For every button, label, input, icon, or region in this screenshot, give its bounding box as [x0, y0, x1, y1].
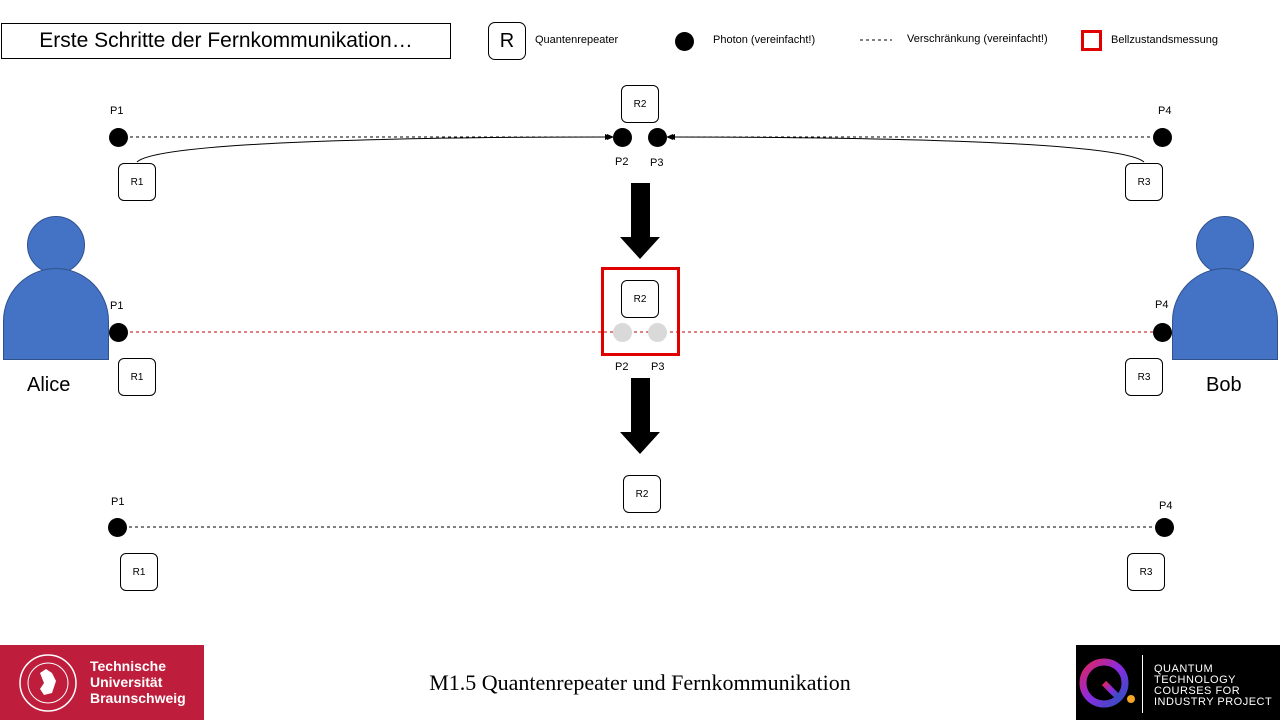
row1-repeater-r1: R1: [118, 163, 156, 201]
alice-label: Alice: [27, 374, 71, 396]
bob-label: Bob: [1206, 374, 1242, 396]
row2-repeater-r2: R2: [621, 280, 659, 318]
tu-logo-text: Technische Universität Braunschweig: [90, 658, 186, 706]
footer-caption: M1.5 Quantenrepeater und Fernkommunikati…: [429, 670, 851, 695]
row1-p2-label: P2: [615, 156, 629, 168]
row3-repeater-r2: R2: [623, 475, 661, 513]
legend-bell-label: Bellzustandsmessung: [1111, 34, 1219, 46]
legend-photon-dot: [675, 32, 694, 51]
row1-photon-p4: [1153, 128, 1172, 147]
tu-seal-icon: [19, 654, 77, 712]
row1-photon-p3: [648, 128, 667, 147]
legend-repeater-symbol: R: [488, 22, 526, 60]
legend-photon-label: Photon (vereinfacht!): [713, 34, 816, 46]
row2-p3-label: P3: [651, 361, 665, 373]
tu-braunschweig-logo: Technische Universität Braunschweig: [0, 645, 204, 720]
row1-p4-label: P4: [1158, 105, 1172, 117]
row3-p4-label: P4: [1159, 500, 1173, 512]
row3-p1-label: P1: [111, 496, 125, 508]
page-title: Erste Schritte der Fernkommunikation…: [1, 23, 451, 59]
row3-photon-p4: [1155, 518, 1174, 537]
bell-measurement-box: [601, 267, 680, 356]
row1-repeater-r3: R3: [1125, 163, 1163, 201]
qtip-mark-icon: [1079, 658, 1135, 708]
row2-photon-p1: [109, 323, 128, 342]
row2-repeater-r1: R1: [118, 358, 156, 396]
alice-head-icon: [27, 216, 85, 274]
bob-body-icon: [1172, 268, 1278, 360]
curve-r1-p2: [136, 134, 613, 163]
row1-photon-p2: [613, 128, 632, 147]
legend-repeater-label: Quantenrepeater: [535, 34, 619, 46]
alice-body-icon: [3, 268, 109, 360]
row2-p4-label: P4: [1155, 299, 1169, 311]
row3-repeater-r3: R3: [1127, 553, 1165, 591]
row1-p1-label: P1: [110, 105, 124, 117]
row3-photon-p1: [108, 518, 127, 537]
row2-repeater-r3: R3: [1125, 358, 1163, 396]
bob-head-icon: [1196, 216, 1254, 274]
row2-photon-p4: [1153, 323, 1172, 342]
qtip-divider: [1142, 655, 1143, 713]
down-arrow-1: [620, 183, 660, 259]
legend-entanglement-label: Verschränkung (vereinfacht!): [907, 33, 1048, 45]
row1-repeater-r2: R2: [621, 85, 659, 123]
row3-repeater-r1: R1: [120, 553, 158, 591]
row2-p1-label: P1: [110, 300, 124, 312]
row2-p2-label: P2: [615, 361, 629, 373]
row1-p3-label: P3: [650, 157, 664, 169]
down-arrow-2: [620, 378, 660, 454]
qtip-logo: QUANTUM TECHNOLOGY COURSES FOR INDUSTRY …: [1076, 645, 1280, 720]
curve-r3-p3: [667, 134, 1145, 163]
row2-photon-p2-measured: [613, 323, 632, 342]
row2-photon-p3-measured: [648, 323, 667, 342]
legend-bell-box: [1081, 30, 1102, 51]
row1-photon-p1: [109, 128, 128, 147]
qtip-logo-text: QUANTUM TECHNOLOGY COURSES FOR INDUSTRY …: [1154, 663, 1273, 708]
